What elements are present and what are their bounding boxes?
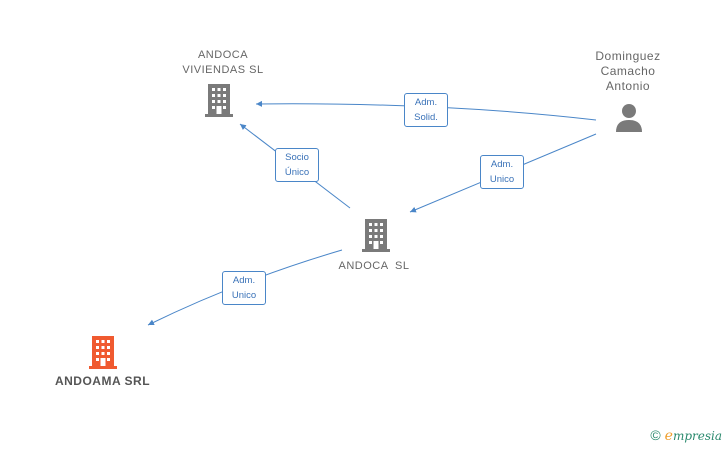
building-icon bbox=[205, 84, 233, 117]
edge-label-adm-solid[interactable]: Adm. Solid. bbox=[404, 93, 448, 127]
node-label-person[interactable]: Dominguez Camacho Antonio bbox=[595, 49, 661, 93]
edge-label-adm-unico-andoama[interactable]: Adm. Unico bbox=[222, 271, 266, 305]
brand-logo-text: mpresia bbox=[672, 429, 722, 443]
node-label-andoama[interactable]: ANDOAMA SRL bbox=[54, 374, 151, 388]
edge-label-adm-unico-person[interactable]: Adm. Unico bbox=[480, 155, 524, 189]
building-icon bbox=[362, 219, 390, 252]
building-icon-highlighted bbox=[89, 336, 117, 369]
copyright-icon: © bbox=[650, 427, 661, 443]
node-label-andoca-viviendas[interactable]: ANDOCA VIVIENDAS SL bbox=[182, 49, 264, 76]
node-label-andoca-sl[interactable]: ANDOCA SL bbox=[338, 260, 410, 272]
edge-label-socio-unico[interactable]: Socio Único bbox=[275, 148, 319, 182]
brand-logo-e: e bbox=[664, 428, 673, 444]
person-icon bbox=[616, 104, 642, 132]
brand-watermark: ©empresia bbox=[650, 427, 722, 444]
